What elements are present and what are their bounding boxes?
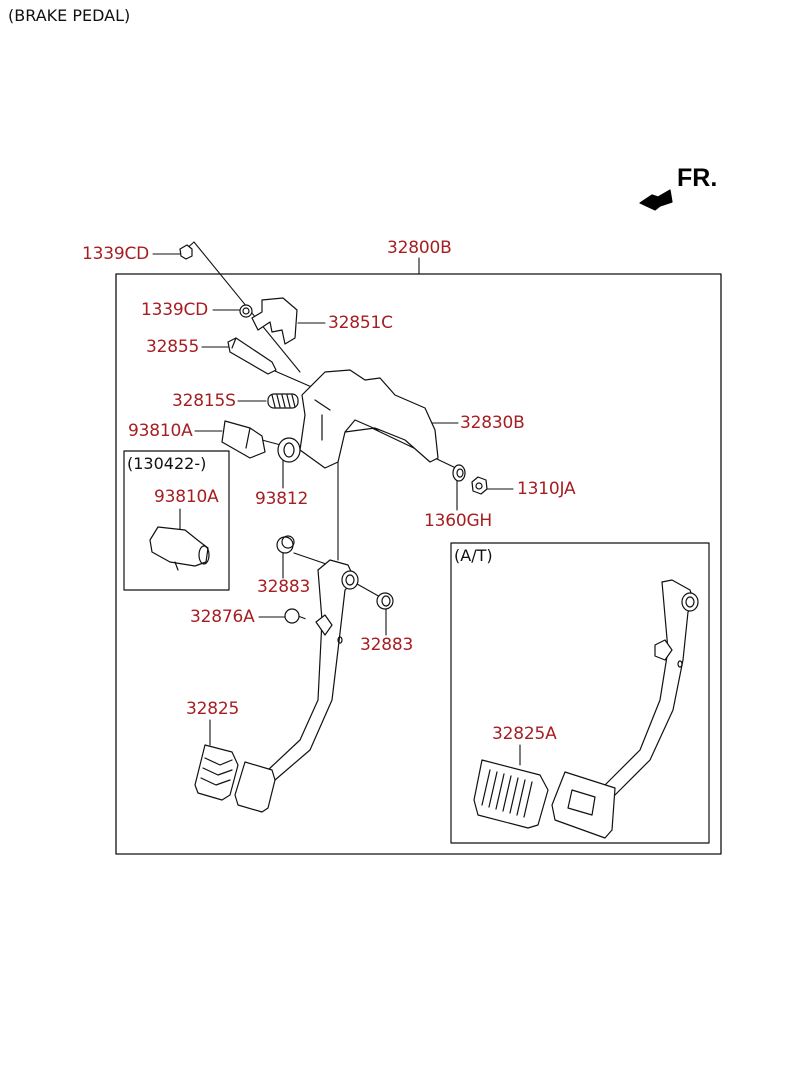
front-direction-arrow-icon bbox=[639, 189, 673, 211]
label-bushing-32883-left[interactable]: 32883 bbox=[257, 577, 311, 597]
label-shaft-bolt-32855[interactable]: 32855 bbox=[146, 337, 200, 357]
variant-inset-frame bbox=[123, 450, 230, 591]
label-bolt-1339cd-top[interactable]: 1339CD bbox=[82, 244, 150, 264]
variant-switch-93810a bbox=[149, 526, 210, 571]
bolt-1339cd-top bbox=[179, 244, 193, 260]
stop-lamp-switch-93810a bbox=[221, 420, 266, 459]
label-clip-93812[interactable]: 93812 bbox=[255, 489, 309, 509]
pedal-arm-at bbox=[604, 579, 699, 801]
label-bracket-32851c[interactable]: 32851C bbox=[328, 313, 393, 333]
label-pedal-pad-32825a[interactable]: 32825A bbox=[492, 724, 557, 744]
nut-1339cd bbox=[239, 304, 253, 318]
label-assembly-32800b[interactable]: 32800B bbox=[387, 238, 452, 258]
front-direction-label: FR. bbox=[677, 164, 718, 192]
pedal-pad-32825a bbox=[473, 759, 549, 829]
pedal-plate-at bbox=[551, 771, 616, 839]
at-inset-frame bbox=[450, 542, 710, 844]
label-spring-32815s[interactable]: 32815S bbox=[172, 391, 236, 411]
pedal-bracket-32830b bbox=[299, 369, 439, 469]
switch-clip-93812 bbox=[277, 437, 301, 463]
variant-inset-caption: (130422-) bbox=[127, 454, 207, 473]
pedal-plate-mt bbox=[234, 761, 276, 813]
pedal-bracket-detail bbox=[314, 399, 379, 441]
label-nut-1310ja[interactable]: 1310JA bbox=[517, 479, 576, 499]
nut-1310ja bbox=[471, 476, 488, 495]
at-inset-caption: (A/T) bbox=[454, 546, 493, 565]
stopper-32876a bbox=[284, 608, 300, 624]
label-stopper-32876a[interactable]: 32876A bbox=[190, 607, 255, 627]
label-variant-switch-93810a[interactable]: 93810A bbox=[154, 487, 219, 507]
label-switch-93810a[interactable]: 93810A bbox=[128, 421, 193, 441]
label-washer-1360gh[interactable]: 1360GH bbox=[424, 511, 493, 531]
pedal-pad-32825 bbox=[194, 744, 239, 801]
shaft-bolt-32855 bbox=[227, 337, 277, 375]
bushing-32883-right bbox=[376, 592, 394, 610]
bracket-32851c bbox=[251, 297, 298, 345]
washer-1360gh bbox=[452, 464, 466, 482]
label-pedal-pad-32825[interactable]: 32825 bbox=[186, 699, 240, 719]
pedal-arm-mt bbox=[261, 559, 359, 791]
label-pedal-bracket-32830b[interactable]: 32830B bbox=[460, 413, 525, 433]
diagram-title: (BRAKE PEDAL) bbox=[8, 6, 131, 25]
spring-32815s bbox=[267, 393, 299, 409]
label-bushing-32883-right[interactable]: 32883 bbox=[360, 635, 414, 655]
bushing-32883-left bbox=[276, 535, 295, 554]
label-nut-1339cd[interactable]: 1339CD bbox=[141, 300, 209, 320]
